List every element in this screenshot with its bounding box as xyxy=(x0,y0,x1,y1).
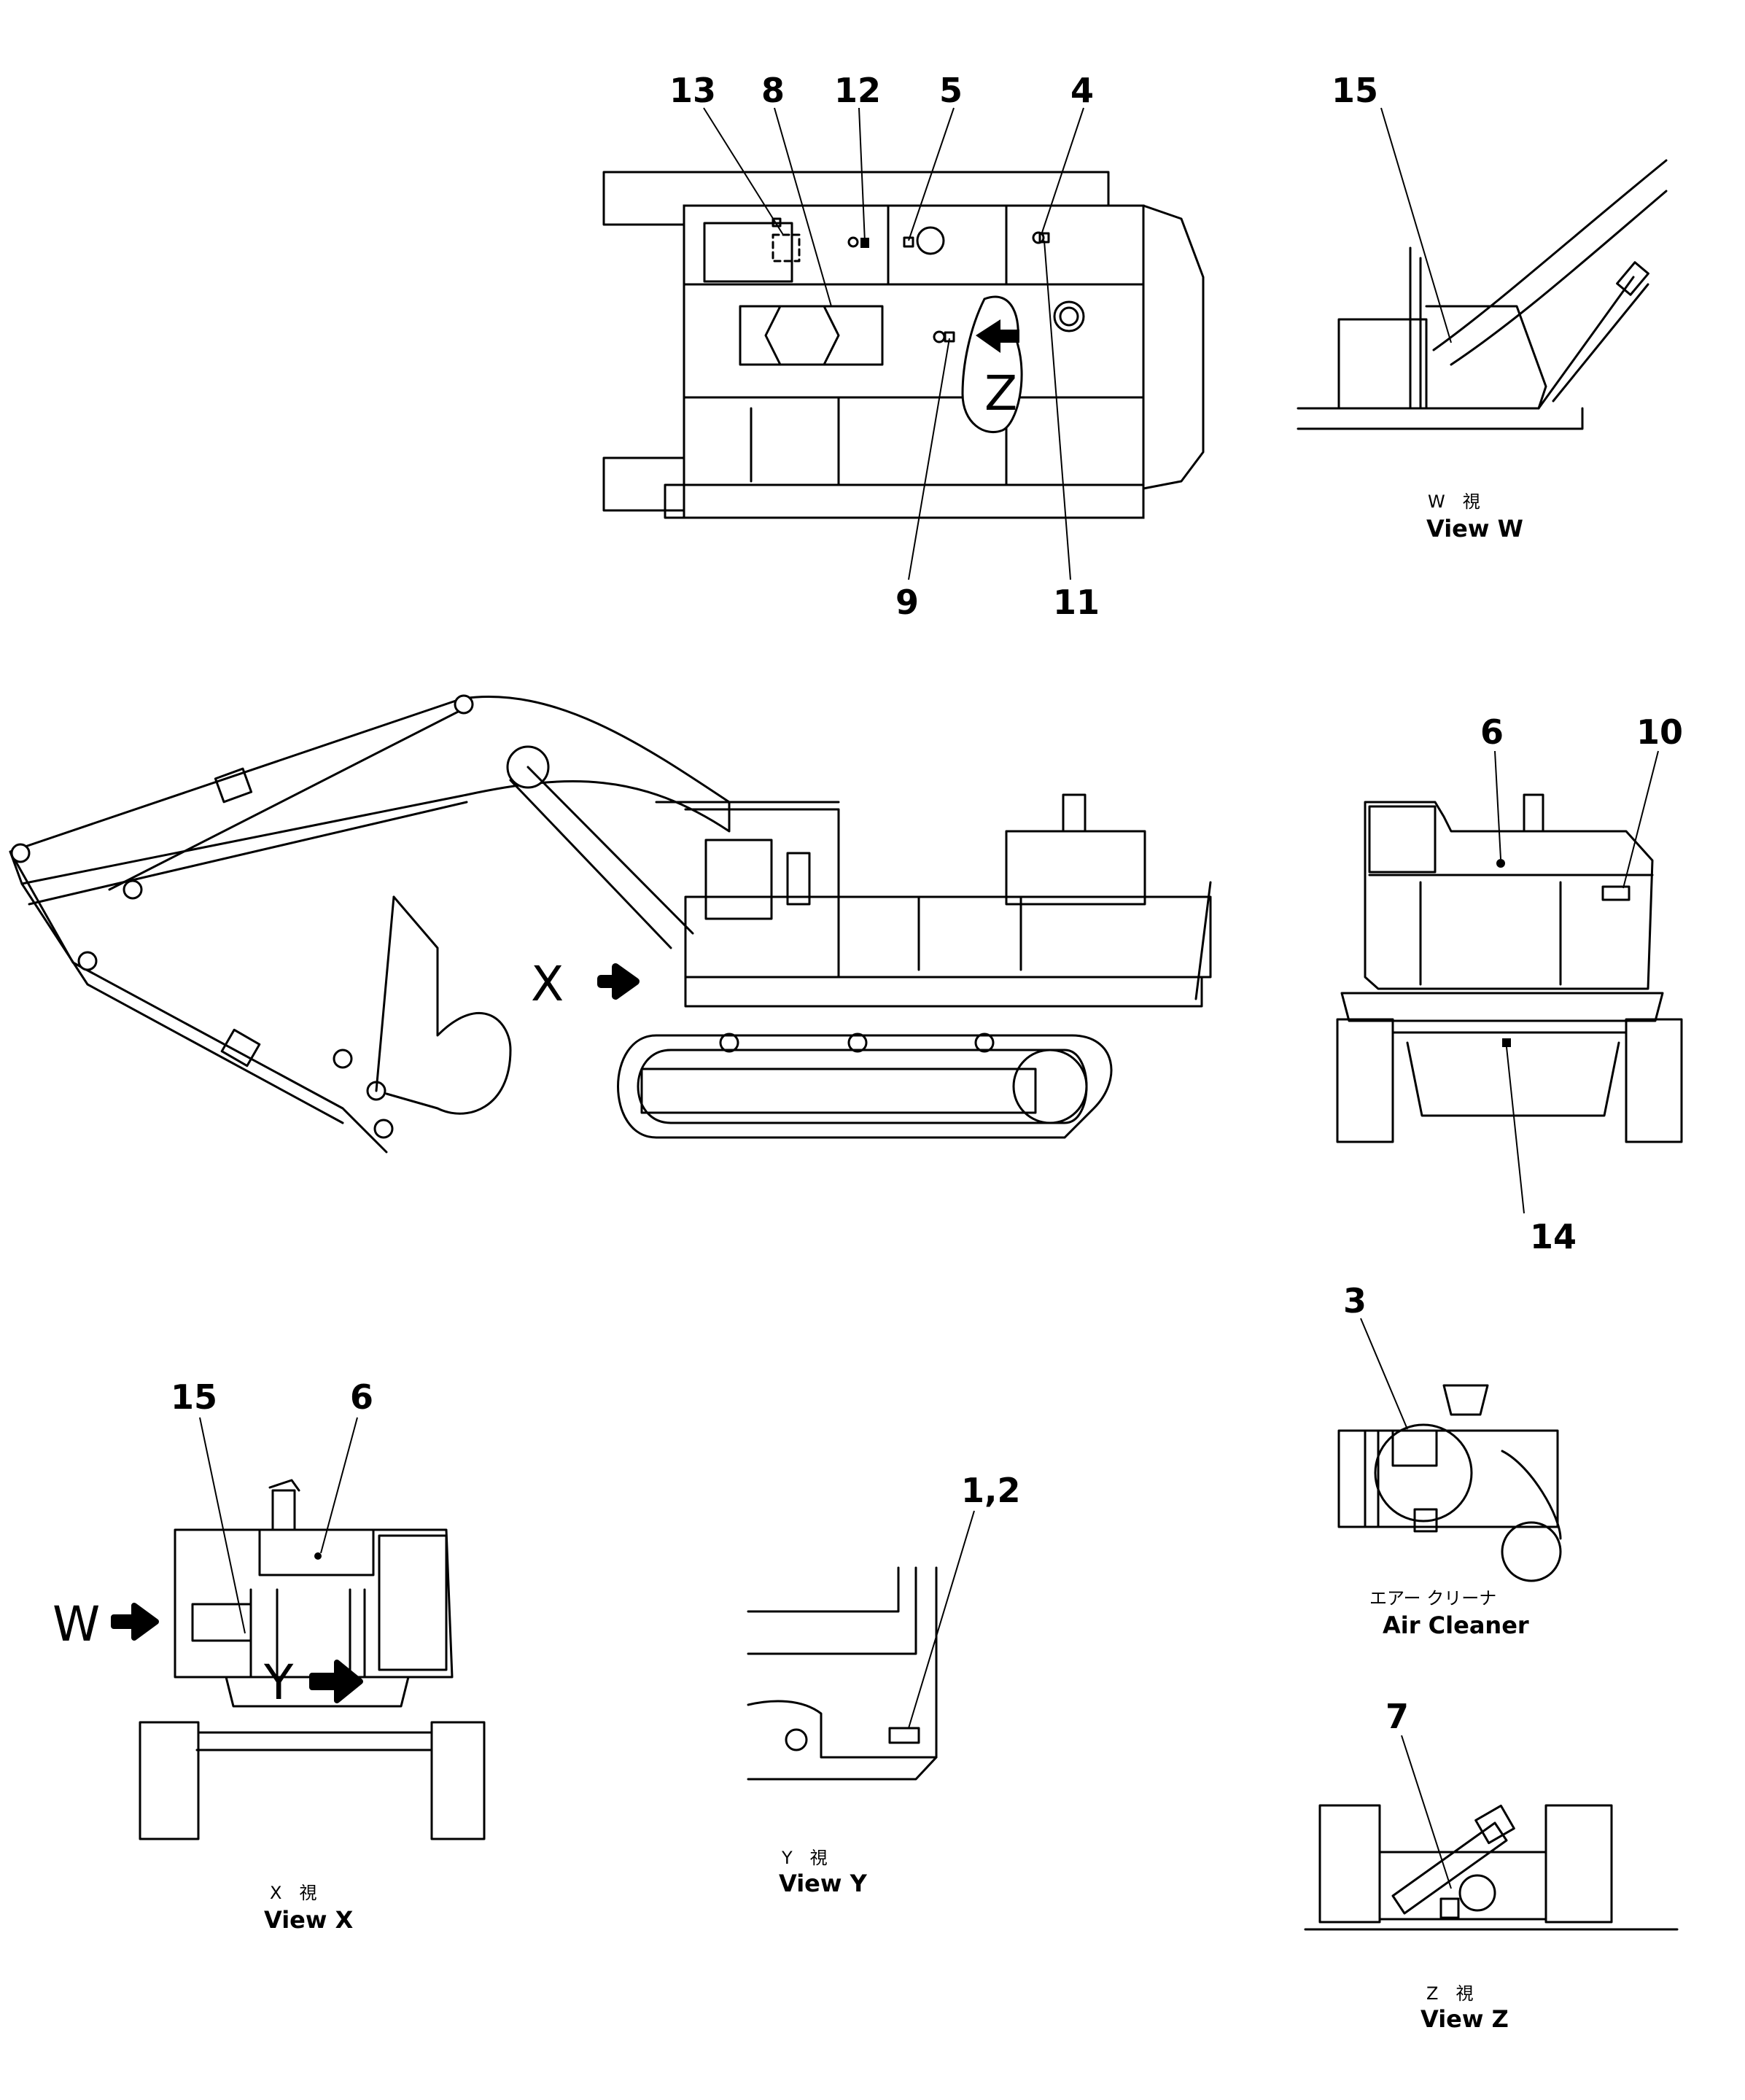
view-y-caption: View Y xyxy=(779,1870,868,1897)
view-w-drawing xyxy=(1297,107,1668,430)
top-plan-view xyxy=(602,107,1205,580)
view-z-caption-jp: Z 視 xyxy=(1426,1983,1473,2004)
callout-15-view-w: 15 xyxy=(1332,71,1378,110)
callout-6-view-x: 6 xyxy=(350,1377,373,1417)
view-letter-y: Y xyxy=(263,1654,294,1711)
callout-8: 8 xyxy=(761,71,785,110)
view-z-drawing xyxy=(1304,1735,1679,1931)
callout-10: 10 xyxy=(1636,712,1683,752)
excavator-side-view xyxy=(9,694,1212,1154)
callout-13: 13 xyxy=(669,71,716,110)
view-letter-w: W xyxy=(53,1596,100,1652)
view-x-drawing xyxy=(111,1417,486,1840)
view-letter-z: Z xyxy=(984,365,1017,421)
callout-14: 14 xyxy=(1530,1217,1577,1256)
callout-5: 5 xyxy=(939,71,963,110)
callout-15-view-x: 15 xyxy=(171,1377,217,1417)
callout-7: 7 xyxy=(1385,1697,1409,1736)
callout-12: 12 xyxy=(834,71,881,110)
callout-1-2: 1,2 xyxy=(961,1471,1021,1510)
callout-4: 4 xyxy=(1070,71,1094,110)
rear-view xyxy=(1336,750,1683,1214)
view-x-caption-jp: X 視 xyxy=(270,1883,316,1903)
air-cleaner-caption-jp: エアー クリーナ xyxy=(1369,1588,1496,1609)
view-w-caption: View W xyxy=(1426,515,1523,542)
view-z-caption: View Z xyxy=(1421,2005,1509,2033)
air-cleaner-view xyxy=(1337,1318,1562,1582)
callout-11: 11 xyxy=(1053,583,1100,622)
view-y-drawing xyxy=(747,1510,975,1781)
view-w-caption-jp: W 視 xyxy=(1428,491,1480,512)
callout-6-rear: 6 xyxy=(1480,712,1504,752)
callout-9: 9 xyxy=(895,583,919,622)
view-y-caption-jp: Y 視 xyxy=(781,1848,828,1868)
view-x-caption: View X xyxy=(264,1906,354,1934)
callout-3: 3 xyxy=(1343,1281,1367,1321)
air-cleaner-caption: Air Cleaner xyxy=(1383,1611,1529,1639)
view-letter-x: X xyxy=(531,956,564,1012)
